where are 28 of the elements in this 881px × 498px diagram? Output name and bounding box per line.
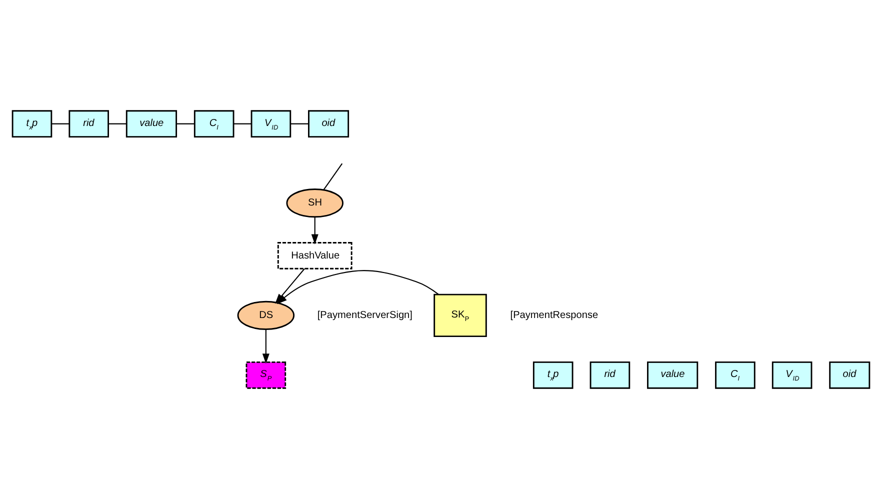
node-ellipse: DS: [236, 300, 294, 330]
node-box: t$_{x}$p: [532, 360, 573, 388]
arrow: [276, 270, 439, 304]
connector: [176, 122, 194, 124]
connector: [322, 162, 342, 190]
node-box: C$_{I}$: [714, 360, 755, 388]
node-box: oid: [308, 110, 349, 137]
node-box: oid: [828, 360, 870, 388]
connector: [51, 122, 69, 124]
connector: [233, 122, 251, 124]
label: [PaymentServerSign]: [316, 310, 412, 321]
arrow: [310, 216, 318, 244]
node-box: value: [646, 360, 698, 388]
node-box: HashValue: [276, 242, 352, 269]
connector: [290, 122, 308, 124]
node-box: t$_{x}$p: [11, 110, 52, 137]
node-box: V$_{ID}$: [771, 360, 812, 388]
connector: [108, 122, 126, 124]
arrow: [262, 328, 269, 364]
node-box: rid: [68, 110, 108, 137]
node-box: rid: [589, 360, 630, 388]
node-box: V$_{ID}$: [250, 110, 291, 137]
node-box: SK$_{P}$: [433, 293, 486, 337]
label: [PaymentResponse: [510, 310, 598, 321]
node-ellipse: SH: [286, 188, 343, 218]
node-box: value: [125, 110, 177, 137]
node-box: C$_{I}$: [193, 110, 234, 137]
node-box: S$_{P}$: [245, 360, 286, 388]
